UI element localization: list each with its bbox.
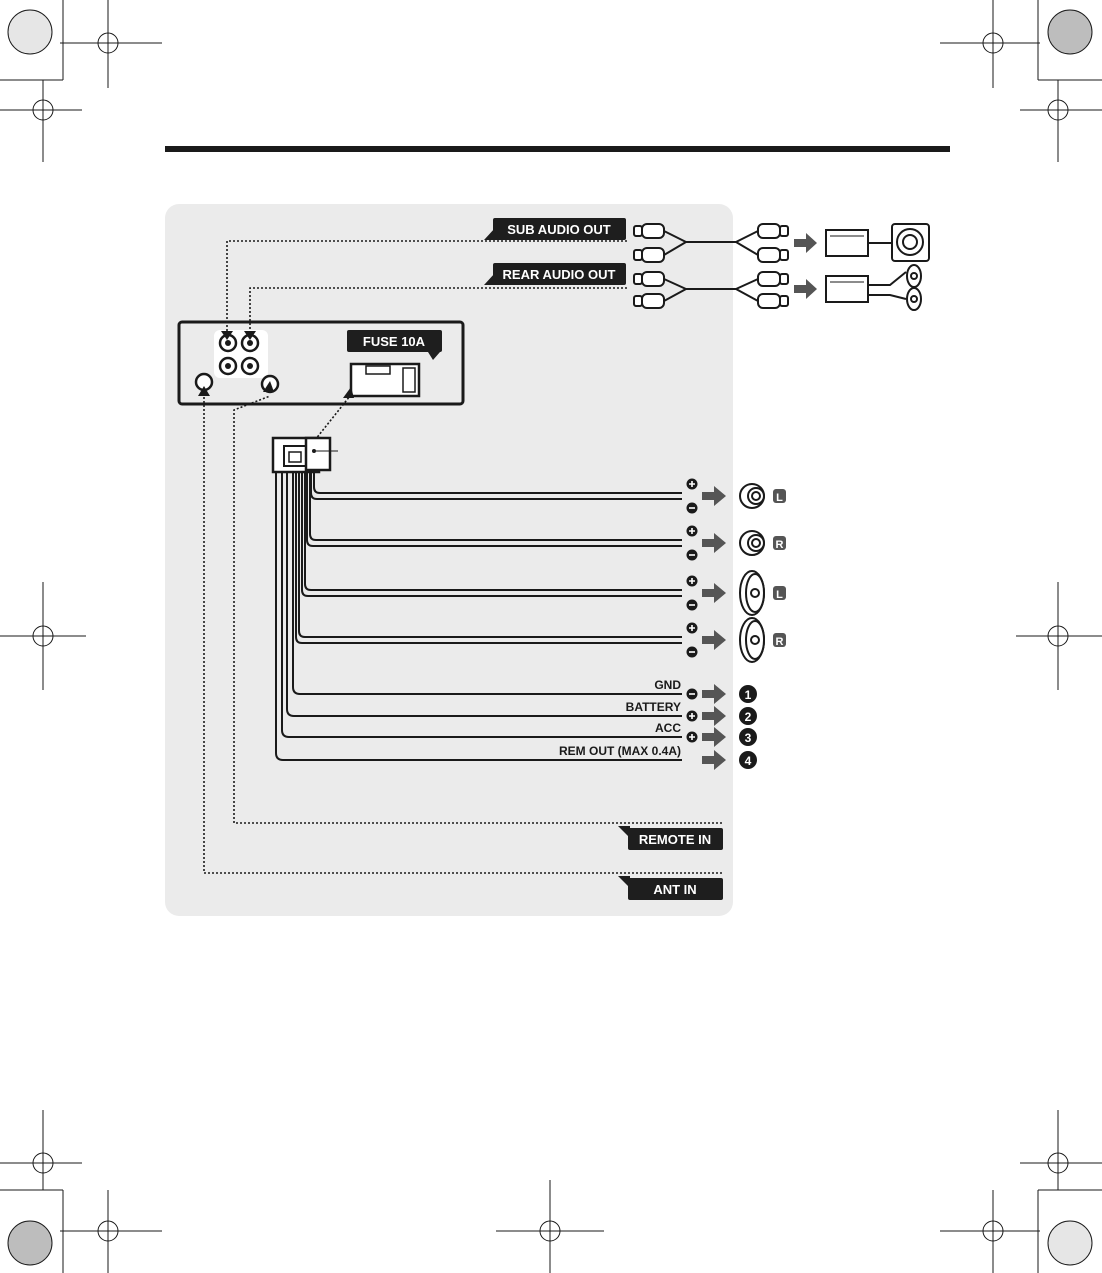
rear-audio-out-label: REAR AUDIO OUT xyxy=(503,267,616,282)
remote-in-tag: REMOTE IN xyxy=(618,826,723,850)
battery-label: BATTERY xyxy=(626,700,681,714)
gnd-label: GND xyxy=(654,678,681,692)
battery-number: 2 xyxy=(745,710,752,724)
plus-mark xyxy=(687,711,698,722)
fuse-holder xyxy=(351,364,419,396)
plus-mark xyxy=(687,576,698,587)
channel-badge: R xyxy=(773,536,786,551)
minus-mark xyxy=(687,600,698,611)
round-speaker-icon xyxy=(740,531,764,555)
channel-badge: R xyxy=(773,633,786,648)
diagram-panel xyxy=(165,204,733,916)
round-speaker-icon xyxy=(740,484,764,508)
amplifiers xyxy=(826,224,929,310)
oval-speaker-icon xyxy=(740,571,764,615)
oval-speaker-icon xyxy=(740,618,764,662)
rem-out-label: REM OUT (MAX 0.4A) xyxy=(559,744,681,758)
header-rule xyxy=(165,146,950,152)
minus-mark xyxy=(687,689,698,700)
acc-number: 3 xyxy=(745,731,752,745)
harness-connector xyxy=(273,438,338,472)
channel-letter: R xyxy=(776,636,784,648)
remote-in-label: REMOTE IN xyxy=(639,832,711,847)
minus-mark xyxy=(687,647,698,658)
ant-in-label: ANT IN xyxy=(653,882,696,897)
channel-badge: L xyxy=(773,489,786,504)
acc-label: ACC xyxy=(655,721,681,735)
ant-in-tag: ANT IN xyxy=(618,876,723,900)
channel-letter: R xyxy=(776,539,784,551)
plus-mark xyxy=(687,479,698,490)
rca-rear-r-jack xyxy=(242,358,258,374)
rear-amplifier xyxy=(826,276,868,302)
gnd-number: 1 xyxy=(745,688,752,702)
channel-badge: L xyxy=(773,586,786,601)
plus-mark xyxy=(687,526,698,537)
minus-mark xyxy=(687,503,698,514)
fuse-label: FUSE 10A xyxy=(363,334,426,349)
rca-sub-r-jack xyxy=(220,358,236,374)
channel-letter: L xyxy=(776,589,783,601)
speaker-icons: L R L R xyxy=(740,484,786,662)
rear-audio-out-tag: REAR AUDIO OUT xyxy=(484,263,626,285)
power-wire-numbers: 1 2 3 4 xyxy=(739,685,757,769)
minus-mark xyxy=(687,550,698,561)
amp-arrows xyxy=(794,233,817,299)
sub-audio-out-label: SUB AUDIO OUT xyxy=(507,222,611,237)
sub-audio-out-tag: SUB AUDIO OUT xyxy=(484,218,626,240)
plus-mark xyxy=(687,732,698,743)
channel-letter: L xyxy=(776,492,783,504)
plus-mark xyxy=(687,623,698,634)
sub-amplifier xyxy=(826,230,868,256)
rem-out-number: 4 xyxy=(745,754,752,768)
